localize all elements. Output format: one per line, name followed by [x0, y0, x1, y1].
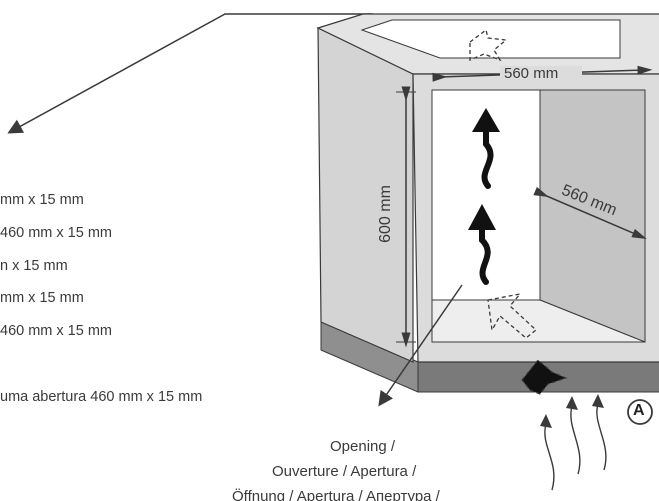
text-line-5: 460 mm x 15 mm	[0, 323, 112, 339]
depth-dimension-line	[533, 186, 647, 239]
text-line-3: n x 15 mm	[0, 258, 68, 274]
height-label: 600 mm	[376, 185, 394, 243]
intake-arrow-1	[544, 423, 555, 491]
intake-arrow-3	[596, 403, 607, 471]
leader-line-top	[7, 13, 373, 134]
caption-line-2: Ouverture / Apertura /	[272, 463, 417, 480]
text-line-7: uma abertura 460 mm x 15 mm	[0, 389, 203, 405]
dashed-arrow-plinth	[521, 359, 568, 395]
airflow-arrow-upper	[481, 125, 494, 189]
width-label: 560 mm	[504, 65, 559, 82]
caption-line-1: Opening /	[330, 438, 396, 455]
top-opening	[360, 19, 621, 59]
intake-arrow-2	[570, 405, 581, 475]
leader-line-opening	[378, 284, 463, 407]
marker-a-circle	[627, 399, 653, 425]
airflow-arrow-lower	[479, 223, 491, 285]
dashed-arrow-floor	[487, 293, 537, 339]
text-line-1: mm x 15 mm	[0, 192, 84, 208]
cabinet-left-side	[317, 27, 414, 363]
caption-line-3: Öffnung / Apertura / Aпертура /	[232, 488, 440, 501]
dashed-arrow-top	[469, 28, 508, 62]
text-line-2: 460 mm x 15 mm	[0, 225, 112, 241]
marker-a-label: A	[633, 402, 645, 419]
text-line-4: mm x 15 mm	[0, 290, 84, 306]
